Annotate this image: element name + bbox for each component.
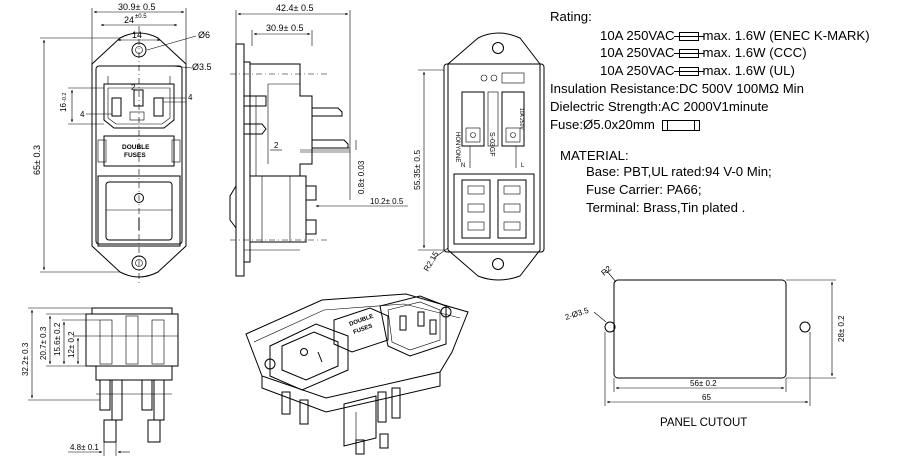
front-switch-on-mark: [134, 193, 144, 203]
bottom-view: 32.2± 0.3 20.7± 0.3 15.6± 0.2 12± 0.2 4.…: [21, 307, 179, 456]
front-dim-height: 65± 0.3: [32, 145, 42, 175]
bottom-dim-32: 32.2± 0.3: [21, 342, 30, 376]
front-dim-2: 2: [131, 83, 136, 92]
back-brand: HONYONE: [454, 132, 460, 162]
cutout-hole: 2-Ø3.5: [564, 306, 591, 322]
back-view: HONYONE 10A 250V S-03GF N L 55.35± 0.5 R…: [412, 32, 545, 281]
cutout-dim-28: 28± 0.2: [837, 315, 846, 342]
rating-1-value: 10A 250VAC: [600, 28, 675, 43]
rating-row-2: 10A 250VAC max. 1.6W (CCC): [600, 45, 807, 60]
rating-2-text: max. 1.6W (CCC): [702, 45, 807, 60]
back-radius: R2.15: [422, 250, 441, 273]
front-dim-24: 24: [124, 15, 134, 25]
front-dim-4a: 4: [188, 93, 193, 102]
iso-switch-on-mark: [300, 348, 308, 356]
rating-row-1: 10A 250VAC max. 1.6W (ENEC K-MARK): [600, 28, 870, 43]
rating-3-value: 10A 250VAC: [600, 63, 675, 78]
front-fuse-label-1: DOUBLE: [122, 144, 150, 151]
dielectric-spec: Dielectric Strength:AC 2000V1minute: [550, 99, 769, 114]
bottom-dim-207: 20.7± 0.3: [39, 326, 48, 360]
cutout-title: PANEL CUTOUT: [660, 417, 747, 429]
panel-cutout: R2 2-Ø3.5 56± 0.2 65 28± 0.2 PANEL CUTOU…: [564, 264, 846, 429]
back-dim-height: 55.35± 0.5: [412, 150, 422, 190]
back-fuse-rating: 10A 250V: [518, 108, 524, 130]
fuse-cartridge-icon: [661, 120, 700, 132]
front-dim-mount: Ø3.5: [192, 62, 212, 72]
fuse-symbol-icon: [673, 49, 704, 59]
iso-switch-off-mark: [317, 351, 323, 363]
iso-view: DOUBLE FUSES: [245, 293, 469, 455]
back-term-l: L: [521, 163, 525, 169]
rating-row-3: 10A 250VAC max. 1.6W (UL): [600, 63, 795, 78]
rating-2-value: 10A 250VAC: [600, 45, 675, 60]
material-base: Base: PBT,UL rated:94 V-0 Min;: [586, 164, 772, 179]
bottom-dim-48: 4.8± 0.1: [70, 443, 99, 452]
front-dim-hole: Ø6: [198, 30, 210, 40]
front-dim-16-tol: -0.2: [62, 93, 68, 102]
fuse-symbol-icon: [673, 32, 704, 42]
side-view: 42.4± 0.5 30.9± 0.5 2: [229, 3, 408, 277]
rating-title: Rating:: [550, 9, 592, 24]
cutout-dim-65: 65: [702, 393, 711, 402]
side-dim-body: 30.9± 0.5: [266, 23, 303, 33]
fuse-spec: Fuse:Ø5.0x20mm: [550, 117, 655, 132]
front-dim-width: 30.9± 0.5: [118, 2, 155, 12]
insulation-spec: Insulation Resistance:DC 500V 100MΩ Min: [550, 81, 804, 96]
rating-1-text: max. 1.6W (ENEC K-MARK): [702, 28, 870, 43]
material-terminal: Terminal: Brass,Tin plated .: [586, 200, 746, 215]
front-view: 30.9± 0.5 24 ±0.5 14 Ø6 Ø3.5 2 4 4: [32, 2, 212, 285]
side-dim-2: 2: [274, 141, 279, 150]
side-dim-08: 0.8± 0.03: [357, 160, 366, 194]
rating-3-text: max. 1.6W (UL): [702, 63, 795, 78]
side-dim-102: 10.2± 0.5: [370, 197, 404, 206]
front-dim-24-tol: ±0.5: [135, 14, 147, 20]
front-fuse-label-2: FUSES: [124, 152, 146, 159]
front-dim-14: 14: [132, 30, 142, 40]
fuse-spec-row: Fuse:Ø5.0x20mm: [550, 117, 700, 132]
front-dim-16: 16: [59, 103, 68, 112]
bottom-dim-156: 15.6± 0.2: [53, 322, 62, 356]
cutout-radius: R2: [600, 264, 614, 278]
front-dim-4b: 4: [80, 110, 85, 119]
side-dim-total: 42.4± 0.5: [276, 3, 313, 13]
back-term-n: N: [461, 163, 465, 169]
material-title: MATERIAL:: [560, 148, 629, 163]
material-fuse-carrier: Fuse Carrier: PA66;: [586, 182, 702, 197]
cutout-dim-56: 56± 0.2: [690, 379, 717, 388]
back-model: S-03GF: [488, 132, 495, 157]
bottom-dim-12: 12± 0.2: [67, 331, 76, 358]
fuse-symbol-icon: [673, 67, 704, 77]
